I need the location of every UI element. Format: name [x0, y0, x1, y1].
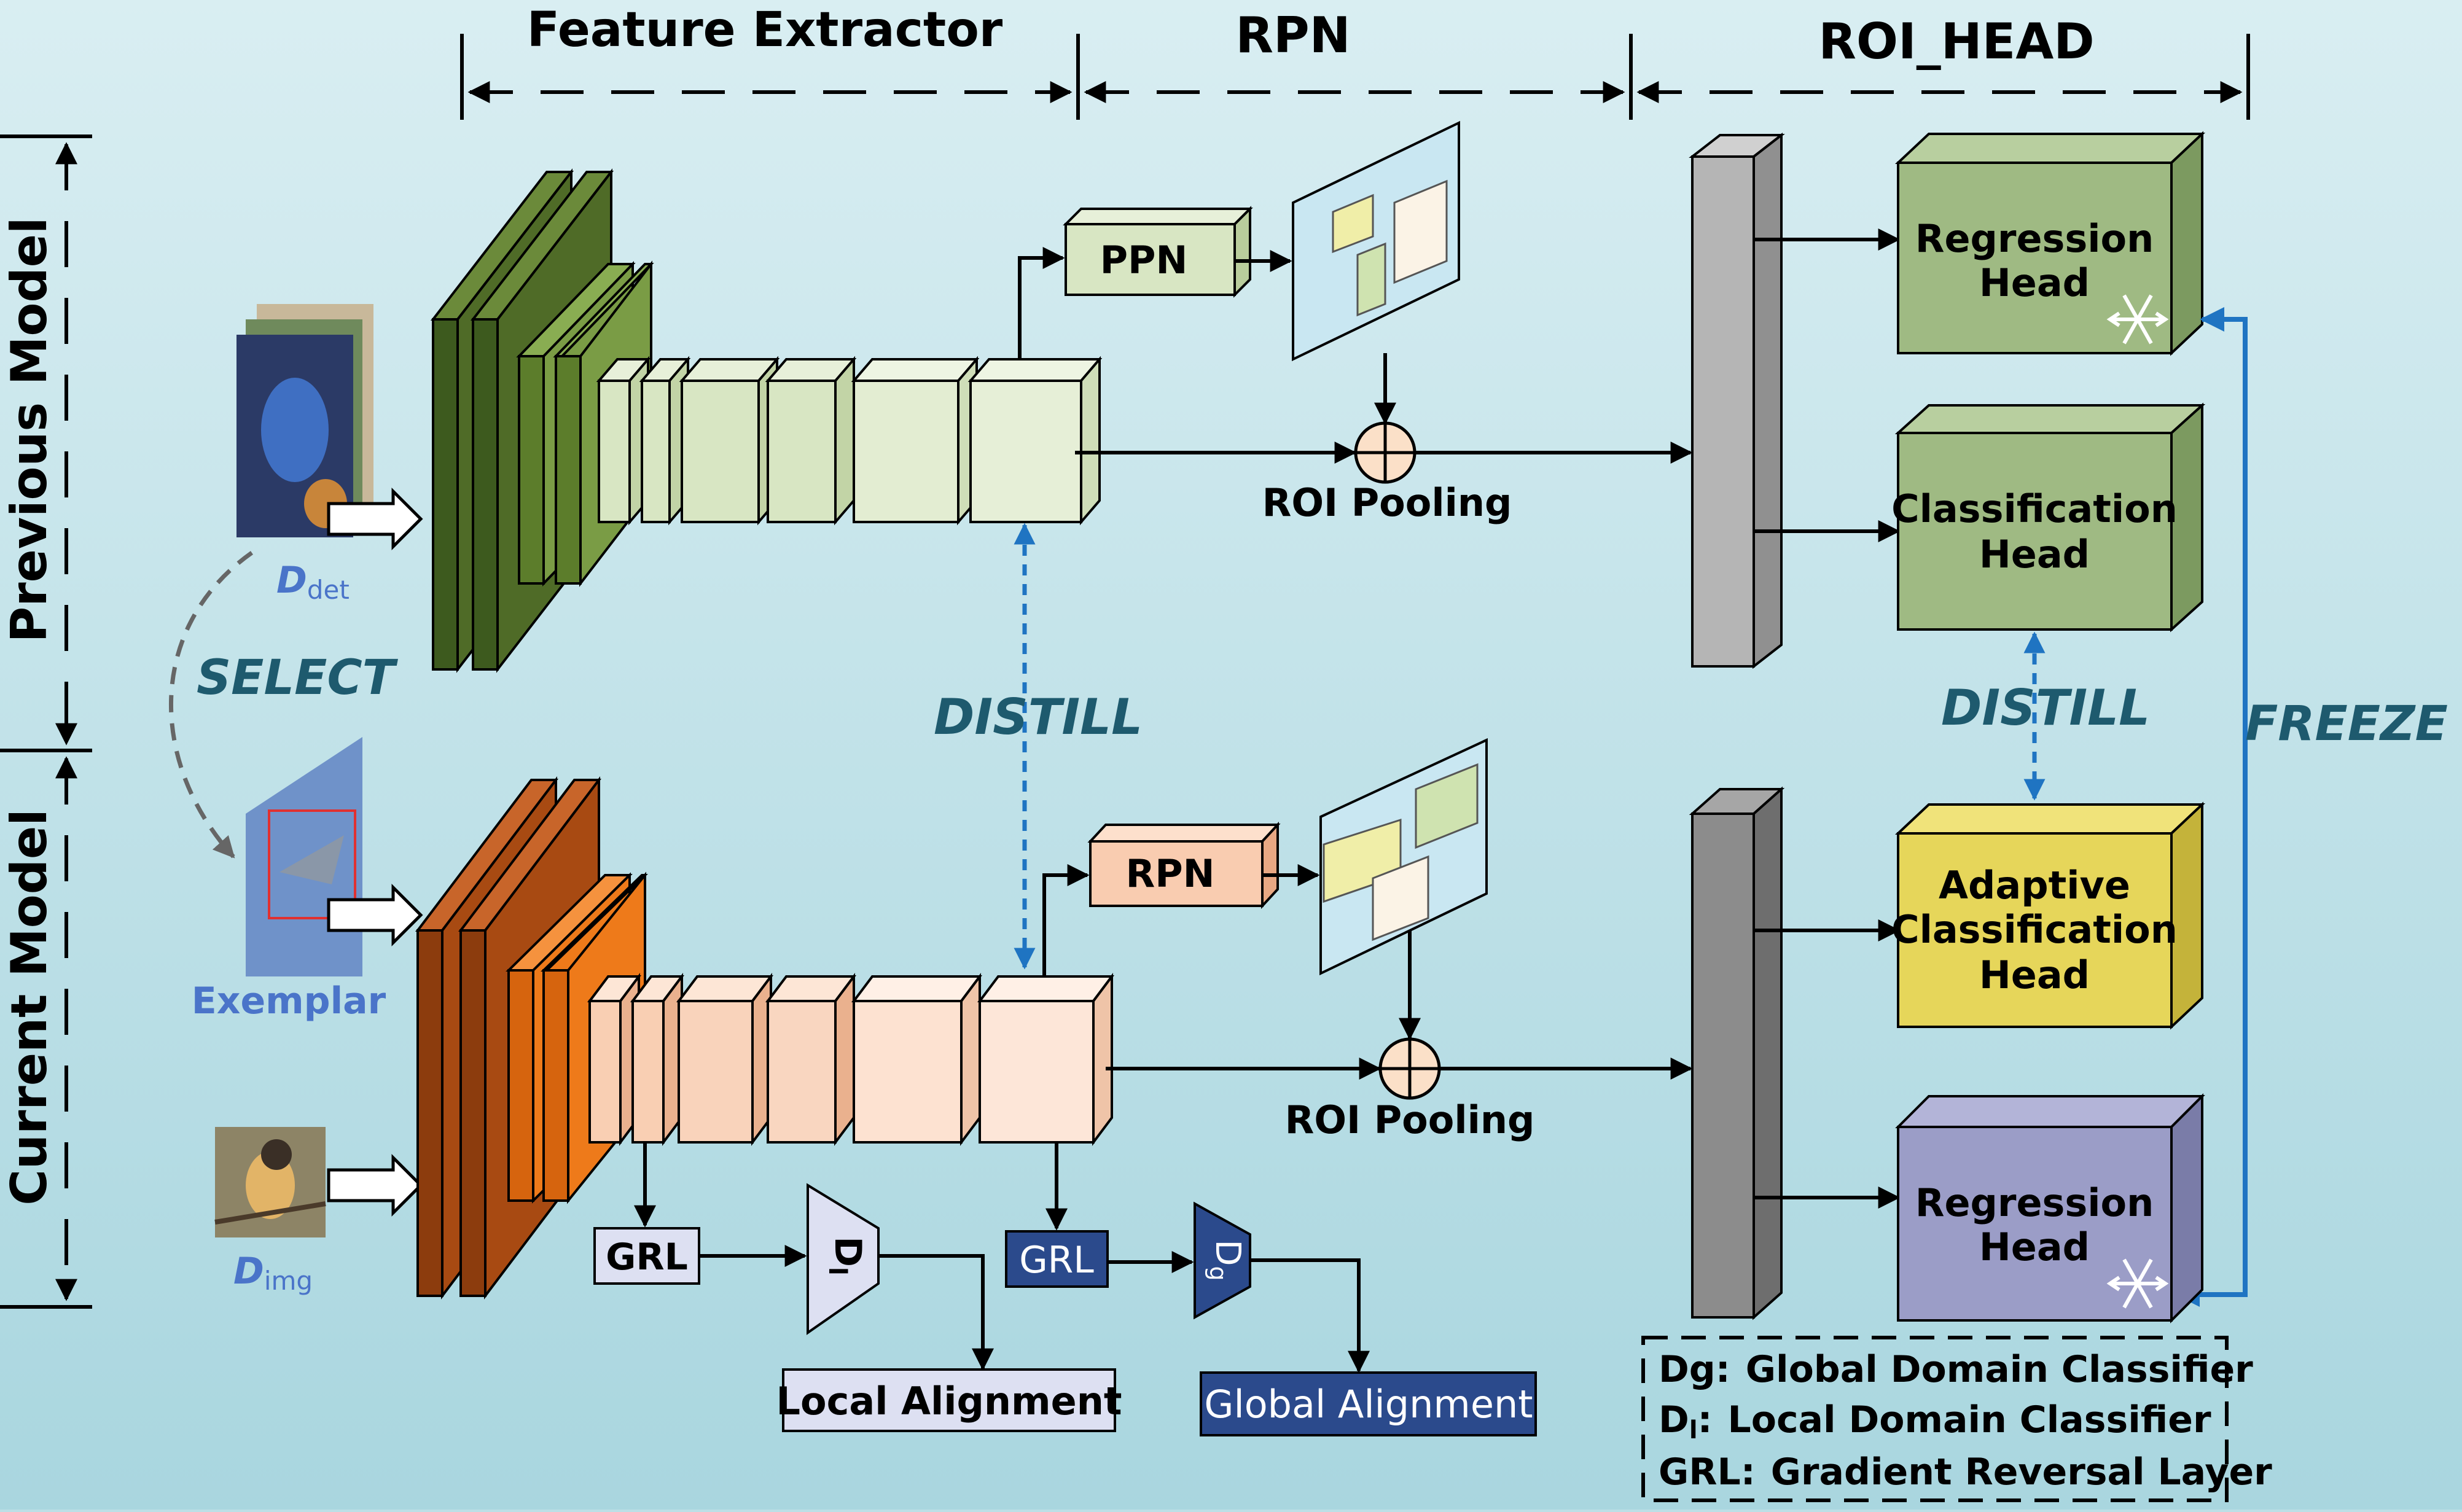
local-alignment-label: Local Alignment	[776, 1379, 1122, 1424]
dg-classifier	[1194, 1201, 1251, 1320]
proposal-map-top	[1292, 120, 1460, 362]
prev-regression-head	[1894, 131, 2206, 356]
local-alignment-box	[782, 1368, 1116, 1432]
prev-classification-head	[1894, 402, 2206, 633]
proposal-map-bottom	[1319, 738, 1488, 976]
roi-pooling-bottom-node	[1378, 1037, 1441, 1100]
input-label-d-det: Ddet	[276, 559, 350, 605]
input-arrow-d-det	[327, 487, 423, 551]
dl-classifier	[807, 1183, 880, 1335]
input-arrow-exemplar	[327, 883, 423, 947]
legend-box	[1641, 1336, 2229, 1502]
dg-to-global-alignment	[1250, 1258, 1370, 1373]
adaptive-classification-head	[1894, 801, 2206, 1030]
dl-label: Dl	[823, 1236, 869, 1276]
fc-bar-top	[1689, 132, 1785, 669]
cur-regression-head	[1895, 1093, 2205, 1323]
section-title-feature-extractor: Feature Extractor	[527, 2, 1003, 58]
rpn-input-arrow	[1042, 864, 1090, 976]
input-arrow-d-img	[327, 1153, 423, 1217]
row-label-current-model: Current Model	[1, 809, 58, 1205]
dl-to-local-alignment	[878, 1254, 994, 1371]
dg-label: Dg	[1205, 1239, 1248, 1280]
legend-item-dg: Dg:Global Domain Classifier	[1659, 1348, 2253, 1391]
snowflake-icon	[2106, 1258, 2169, 1309]
ppn-input-arrow	[1018, 247, 1065, 359]
legend-item-dl: Dl:Local Domain Classifier	[1659, 1398, 2211, 1444]
grl-local-label: GRL	[606, 1236, 688, 1279]
section-title-roi-head: ROI_HEAD	[1818, 13, 2094, 70]
distill-center-label: DISTILL	[934, 688, 1143, 746]
legend-item-grl: GRL:Gradient Reversal Layer	[1659, 1451, 2272, 1494]
row-label-previous-model: Previous Model	[1, 217, 58, 643]
row-brackets	[0, 134, 92, 1309]
ppn-label: PPN	[1100, 238, 1188, 283]
roi-pooling-top-node	[1354, 421, 1417, 484]
select-label: SELECT	[197, 650, 399, 706]
rpn-label: RPN	[1125, 851, 1214, 896]
roi-pooling-bottom-label: ROI Pooling	[1285, 1097, 1535, 1142]
fc-bar-bottom	[1689, 786, 1785, 1320]
grl-global-block	[1005, 1230, 1109, 1288]
input-label-d-img: Dimg	[233, 1250, 313, 1296]
input-label-exemplar: Exemplar	[192, 980, 386, 1023]
current-backbone	[415, 776, 648, 1300]
distill-right-label: DISTILL	[1941, 679, 2150, 736]
global-alignment-label: Global Alignment	[1204, 1382, 1533, 1427]
input-d-img-image	[214, 1127, 326, 1237]
select-arrow	[169, 551, 254, 859]
grl-global-label: GRL	[1019, 1239, 1094, 1282]
previous-feature-layers	[596, 356, 1103, 526]
global-alignment-box	[1200, 1371, 1537, 1436]
snowflake-icon	[2106, 294, 2169, 345]
freeze-label: FREEZE	[2245, 696, 2448, 752]
section-title-rpn: RPN	[1235, 7, 1350, 64]
current-feature-layers	[587, 973, 1114, 1146]
roi-pooling-top-label: ROI Pooling	[1262, 480, 1512, 525]
section-header-brackets	[460, 34, 2250, 120]
